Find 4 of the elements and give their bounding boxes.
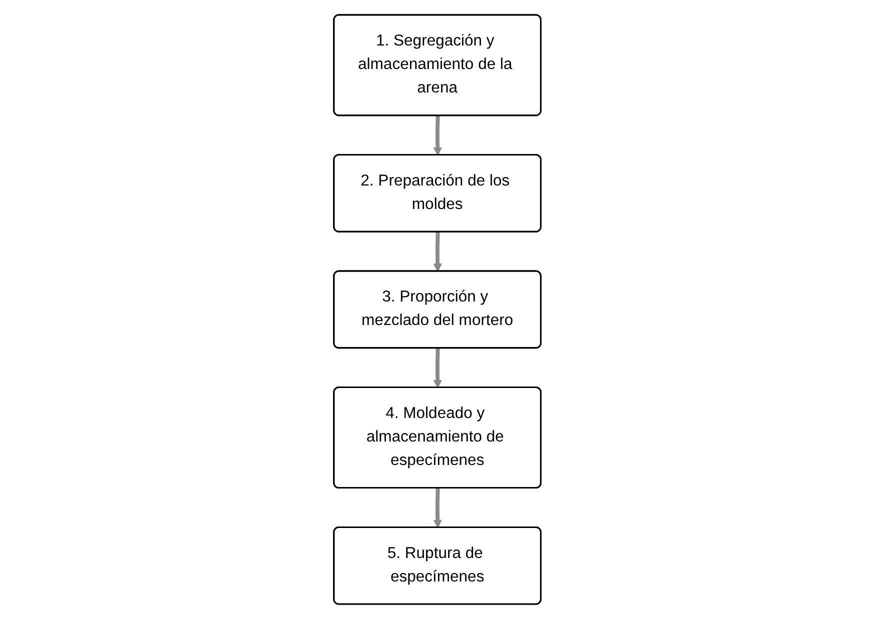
arrow xyxy=(433,488,442,528)
arrow xyxy=(433,115,442,156)
arrow xyxy=(433,348,442,388)
arrow xyxy=(433,232,442,272)
